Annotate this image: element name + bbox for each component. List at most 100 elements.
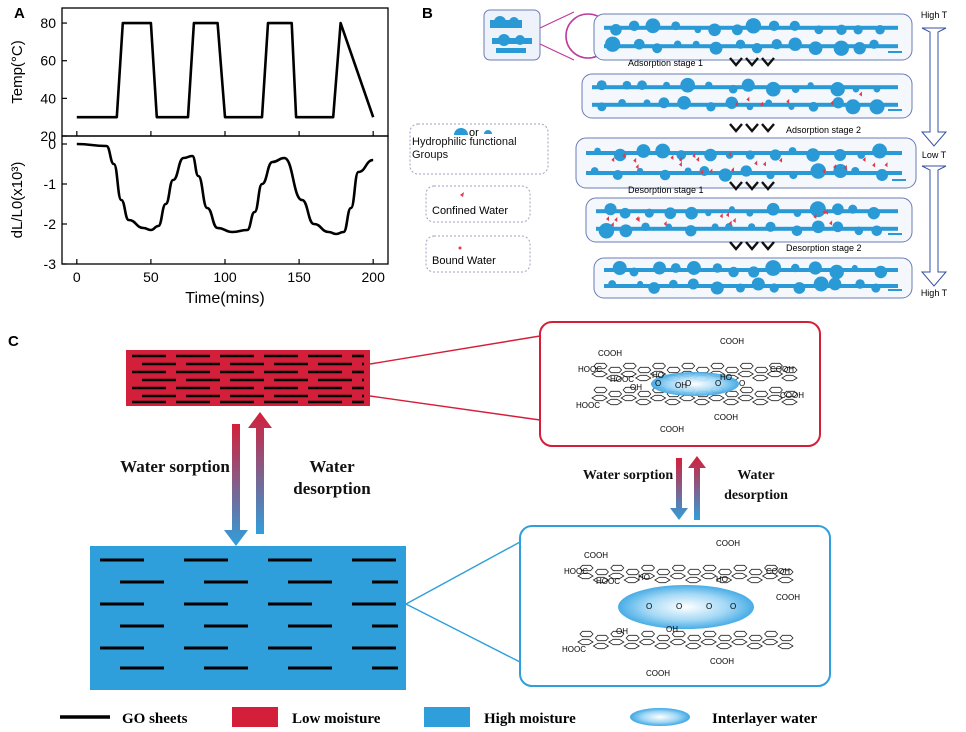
time-x-tick-label: 100 <box>213 269 237 285</box>
functional-group <box>832 221 844 233</box>
oh-label: OH <box>675 381 687 390</box>
left-sorption-arrows <box>224 412 272 546</box>
confined-water-mark <box>858 91 862 97</box>
functional-group <box>636 167 644 175</box>
graphene-ring <box>635 398 652 406</box>
graphene-ring <box>693 398 711 406</box>
functional-group <box>633 38 645 50</box>
legend-high-moisture-swatch <box>424 707 470 727</box>
functional-group <box>705 81 713 89</box>
graphene-ring <box>722 398 740 406</box>
graphene-ring <box>649 394 667 402</box>
chevron-down-icon <box>745 241 759 251</box>
graphene-ring <box>592 576 610 584</box>
functional-group <box>597 102 607 112</box>
stage-chevrons <box>729 57 775 251</box>
confined-water-mark <box>822 168 826 174</box>
graphene-ring <box>731 638 748 646</box>
functional-group <box>636 144 651 158</box>
graphene-ring <box>724 390 740 398</box>
functional-group <box>741 78 755 92</box>
graphene-ring <box>640 630 656 638</box>
confined-water-mark <box>830 100 834 106</box>
strain-y-tick-label: -3 <box>44 256 57 272</box>
functional-group <box>789 20 800 31</box>
cooh-label: COOH <box>714 413 738 422</box>
confined-water-mark <box>779 157 783 163</box>
functional-group <box>791 85 800 94</box>
temp-series-line <box>76 21 375 119</box>
confined-water-mark <box>786 98 790 104</box>
graphene-ring <box>610 564 625 572</box>
functional-group <box>809 201 826 218</box>
confined-water-mark <box>622 152 626 158</box>
time-x-label: Time(mins) <box>185 290 264 307</box>
go-sheet-layer <box>604 284 898 288</box>
o-label: O <box>685 379 691 388</box>
functional-group <box>645 18 661 34</box>
right-water-sorption-label: Water sorption <box>582 468 674 483</box>
go-sheet-layer <box>592 102 898 107</box>
chevron-down-icon <box>761 123 775 133</box>
graphene-ring <box>708 394 725 402</box>
functional-group <box>676 150 687 160</box>
legend-go-sheets: GO sheets <box>122 711 188 727</box>
graphene-ring <box>594 568 609 576</box>
graphene-ring <box>766 394 784 402</box>
chevron-down-icon <box>745 181 759 191</box>
graphene-ring <box>594 634 609 642</box>
left-water-desorption-label: Water desorption <box>293 457 371 498</box>
graphene-ring <box>622 386 637 394</box>
functional-group <box>852 85 860 93</box>
strain-series-line <box>76 142 374 236</box>
desorption-arrow-up <box>248 412 272 534</box>
interlayer-water-ellipse <box>618 585 754 629</box>
functional-group <box>828 277 842 291</box>
functional-group <box>873 85 881 93</box>
temp-y-tick-label: 80 <box>40 15 56 31</box>
graphene-ring <box>656 568 671 576</box>
graphene-ring <box>622 362 637 370</box>
temp-y-tick-label: 40 <box>40 90 56 106</box>
graphene-ring <box>638 572 656 580</box>
functional-group <box>845 99 861 115</box>
stage-label-adsorption-1: Adsorption stage 1 <box>628 58 703 68</box>
functional-group <box>680 77 696 93</box>
confined-water-mark <box>610 222 614 228</box>
graphene-ring <box>654 642 671 650</box>
graphene-ring <box>684 642 702 650</box>
graphene-ring <box>783 366 798 374</box>
low-t-label: Low T <box>922 150 947 160</box>
functional-group <box>871 225 883 237</box>
graphene-ring <box>739 362 754 370</box>
o-label: O <box>706 602 712 611</box>
functional-group <box>629 267 639 277</box>
graphene-ring <box>700 572 717 580</box>
chevron-down-icon <box>761 241 775 251</box>
functional-group <box>748 223 756 231</box>
functional-group <box>643 99 651 107</box>
functional-group <box>735 39 746 49</box>
graphene-ring <box>610 630 625 638</box>
functional-group <box>704 148 717 162</box>
left-water-sorption-label: Water sorption <box>120 457 230 476</box>
confined-water-mark <box>670 154 674 160</box>
high-moisture-go-sheets <box>100 558 398 670</box>
graphene-ring <box>625 568 640 576</box>
graphene-ring <box>748 568 763 576</box>
functional-group <box>851 166 860 176</box>
functional-group <box>596 80 607 91</box>
chevron-down-icon <box>761 181 775 191</box>
low-connector-bottom <box>369 395 541 421</box>
functional-group <box>686 261 701 275</box>
panel-c-label: C <box>8 333 19 350</box>
sorption-arrow-down <box>224 424 248 546</box>
ho-label: HO <box>652 371 664 380</box>
high-moisture-block <box>90 546 406 690</box>
graphene-ring <box>700 638 717 646</box>
low-moisture-block <box>126 350 370 406</box>
graphene-ring <box>669 638 687 646</box>
functional-group <box>604 203 617 216</box>
panel-c: C Water sorption Water desorption Water <box>8 321 831 690</box>
graphene-ring <box>577 572 594 580</box>
